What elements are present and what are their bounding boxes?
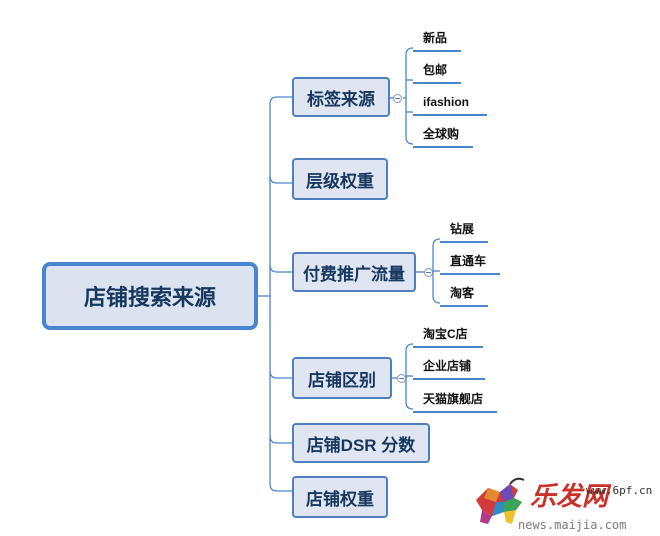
branch-node-store-weight[interactable]: 店铺权重 [292, 476, 388, 518]
collapse-toggle-icon[interactable] [393, 94, 402, 103]
root-node[interactable]: 店铺搜索来源 [42, 262, 258, 330]
leaf-free-shipping[interactable]: 包邮 [413, 62, 461, 84]
collapse-toggle-icon[interactable] [424, 268, 433, 277]
watermark-url: news.maijia.com [518, 518, 627, 532]
branch-node-store-type[interactable]: 店铺区别 [292, 357, 392, 399]
leaf-tmall-flagship[interactable]: 天猫旗舰店 [413, 391, 497, 413]
leaf-taoke[interactable]: 淘客 [440, 285, 488, 307]
branch-node-paid-traffic[interactable]: 付费推广流量 [292, 252, 416, 292]
watermark-title: 乐发网 [530, 482, 609, 512]
leaf-global-buy[interactable]: 全球购 [413, 126, 473, 148]
leaf-taobao-c-store[interactable]: 淘宝C店 [413, 326, 483, 348]
leaf-enterprise-store[interactable]: 企业店铺 [413, 358, 485, 380]
branch-node-tag-source[interactable]: 标签来源 [292, 77, 390, 117]
watermark-site: www.6pf.cn [586, 484, 653, 497]
watermark: 乐发网 www.6pf.cn news.maijia.com [468, 470, 658, 534]
leaf-diamond-booth[interactable]: 钻展 [440, 221, 488, 243]
branch-node-level-weight[interactable]: 层级权重 [292, 158, 388, 200]
leaf-new-product[interactable]: 新品 [413, 30, 461, 52]
leaf-ifashion[interactable]: ifashion [413, 94, 487, 116]
branch-node-dsr-score[interactable]: 店铺DSR 分数 [292, 423, 430, 463]
bull-logo-icon [476, 477, 525, 524]
collapse-toggle-icon[interactable] [397, 374, 406, 383]
leaf-through-train[interactable]: 直通车 [440, 253, 500, 275]
